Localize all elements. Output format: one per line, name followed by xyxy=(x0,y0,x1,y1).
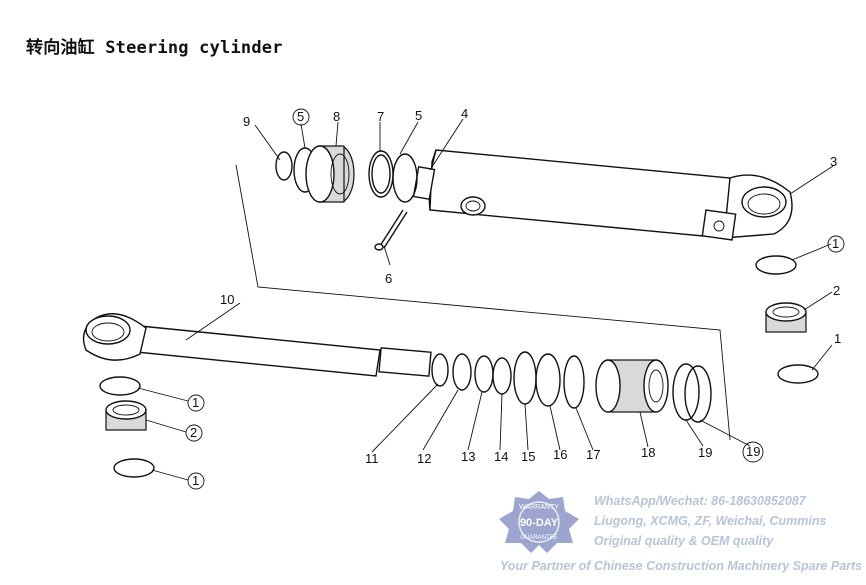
watermark-line-3: Original quality & OEM quality xyxy=(594,534,774,548)
left-fittings xyxy=(99,376,155,478)
label-13: 13 xyxy=(461,449,475,464)
cylinder-barrel xyxy=(428,149,793,241)
label-12: 12 xyxy=(417,451,431,466)
badge-mid-text: 90-DAY xyxy=(520,517,559,529)
part-6-bolt xyxy=(374,209,408,251)
piston-rod xyxy=(82,313,432,377)
label-16: 16 xyxy=(553,447,567,462)
label-2: 2 xyxy=(833,283,840,298)
label-5: 5 xyxy=(415,108,422,123)
page-title: 转向油缸 Steering cylinder xyxy=(26,38,283,58)
part-4-pin xyxy=(412,166,436,200)
badge-top-text: WARRANTY xyxy=(519,504,559,511)
label-1-circled-left-bottom: 1 xyxy=(192,473,199,488)
label-17: 17 xyxy=(586,447,600,462)
leader-lines xyxy=(137,118,834,481)
upper-seals xyxy=(275,145,418,203)
watermark-line-1: WhatsApp/Wechat: 86-18630852087 xyxy=(594,494,806,508)
badge-bottom-text: GUARANTEE xyxy=(520,535,557,541)
label-19-circled: 19 xyxy=(746,444,760,459)
label-14: 14 xyxy=(494,449,508,464)
warranty-badge-logo: WARRANTY 90-DAY GUARANTEE xyxy=(499,491,579,553)
right-fittings xyxy=(755,255,819,384)
assembly-outline xyxy=(235,164,731,441)
label-9: 9 xyxy=(243,114,250,129)
watermark-line-2: Liugong, XCMG, ZF, Weichai, Cummins xyxy=(594,514,827,528)
label-19: 19 xyxy=(698,445,712,460)
label-1: 1 xyxy=(834,331,841,346)
label-11: 11 xyxy=(365,451,379,466)
label-6: 6 xyxy=(385,271,392,286)
watermark-line-4: Your Partner of Chinese Construction Mac… xyxy=(500,559,863,573)
label-1-circled-left-top: 1 xyxy=(192,395,199,410)
label-4: 4 xyxy=(461,106,468,121)
label-10: 10 xyxy=(220,292,234,307)
label-18: 18 xyxy=(641,445,655,460)
label-2-circled-left: 2 xyxy=(190,425,197,440)
label-3: 3 xyxy=(830,154,837,169)
label-15: 15 xyxy=(521,449,535,464)
piston xyxy=(595,359,712,423)
lower-seals xyxy=(431,351,585,409)
label-1-circled-right: 1 xyxy=(832,236,839,251)
label-7: 7 xyxy=(377,109,384,124)
label-5-circled-top: 5 xyxy=(297,109,304,124)
label-8: 8 xyxy=(333,109,340,124)
